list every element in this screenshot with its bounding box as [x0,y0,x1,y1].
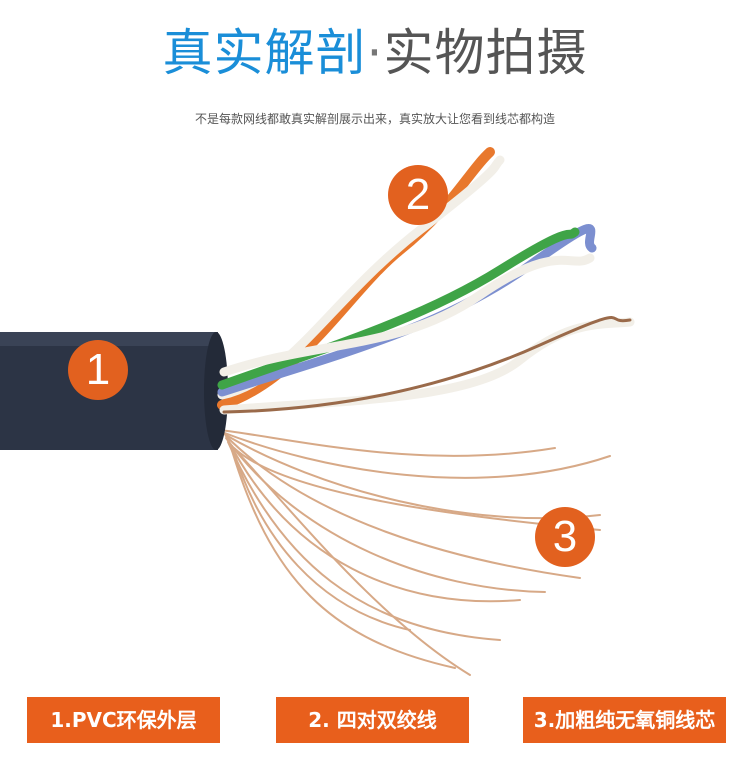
badge-3: 3 [535,507,595,567]
page-subtitle: 不是每款网线都敢真实解剖展示出来，真实放大让您看到线芯都构造 [194,112,555,126]
badge-2: 2 [388,165,448,225]
title-rest: 实物拍摄 [383,24,588,82]
title-highlight: 真实解剖 [162,24,367,82]
copper-strands [219,429,611,676]
badge-1: 1 [68,340,128,400]
label-pvc-jacket: 1.PVC环保外层 [27,697,220,743]
title-dot: · [366,24,384,82]
label-copper-core: 3.加粗纯无氧铜线芯 [523,697,726,743]
cable-cutaway-photo [0,147,635,676]
twisted-pairs [217,147,635,415]
page-title: 真实解剖·实物拍摄 [0,28,750,78]
label-twisted-pairs: 2. 四对双绞线 [276,697,469,743]
